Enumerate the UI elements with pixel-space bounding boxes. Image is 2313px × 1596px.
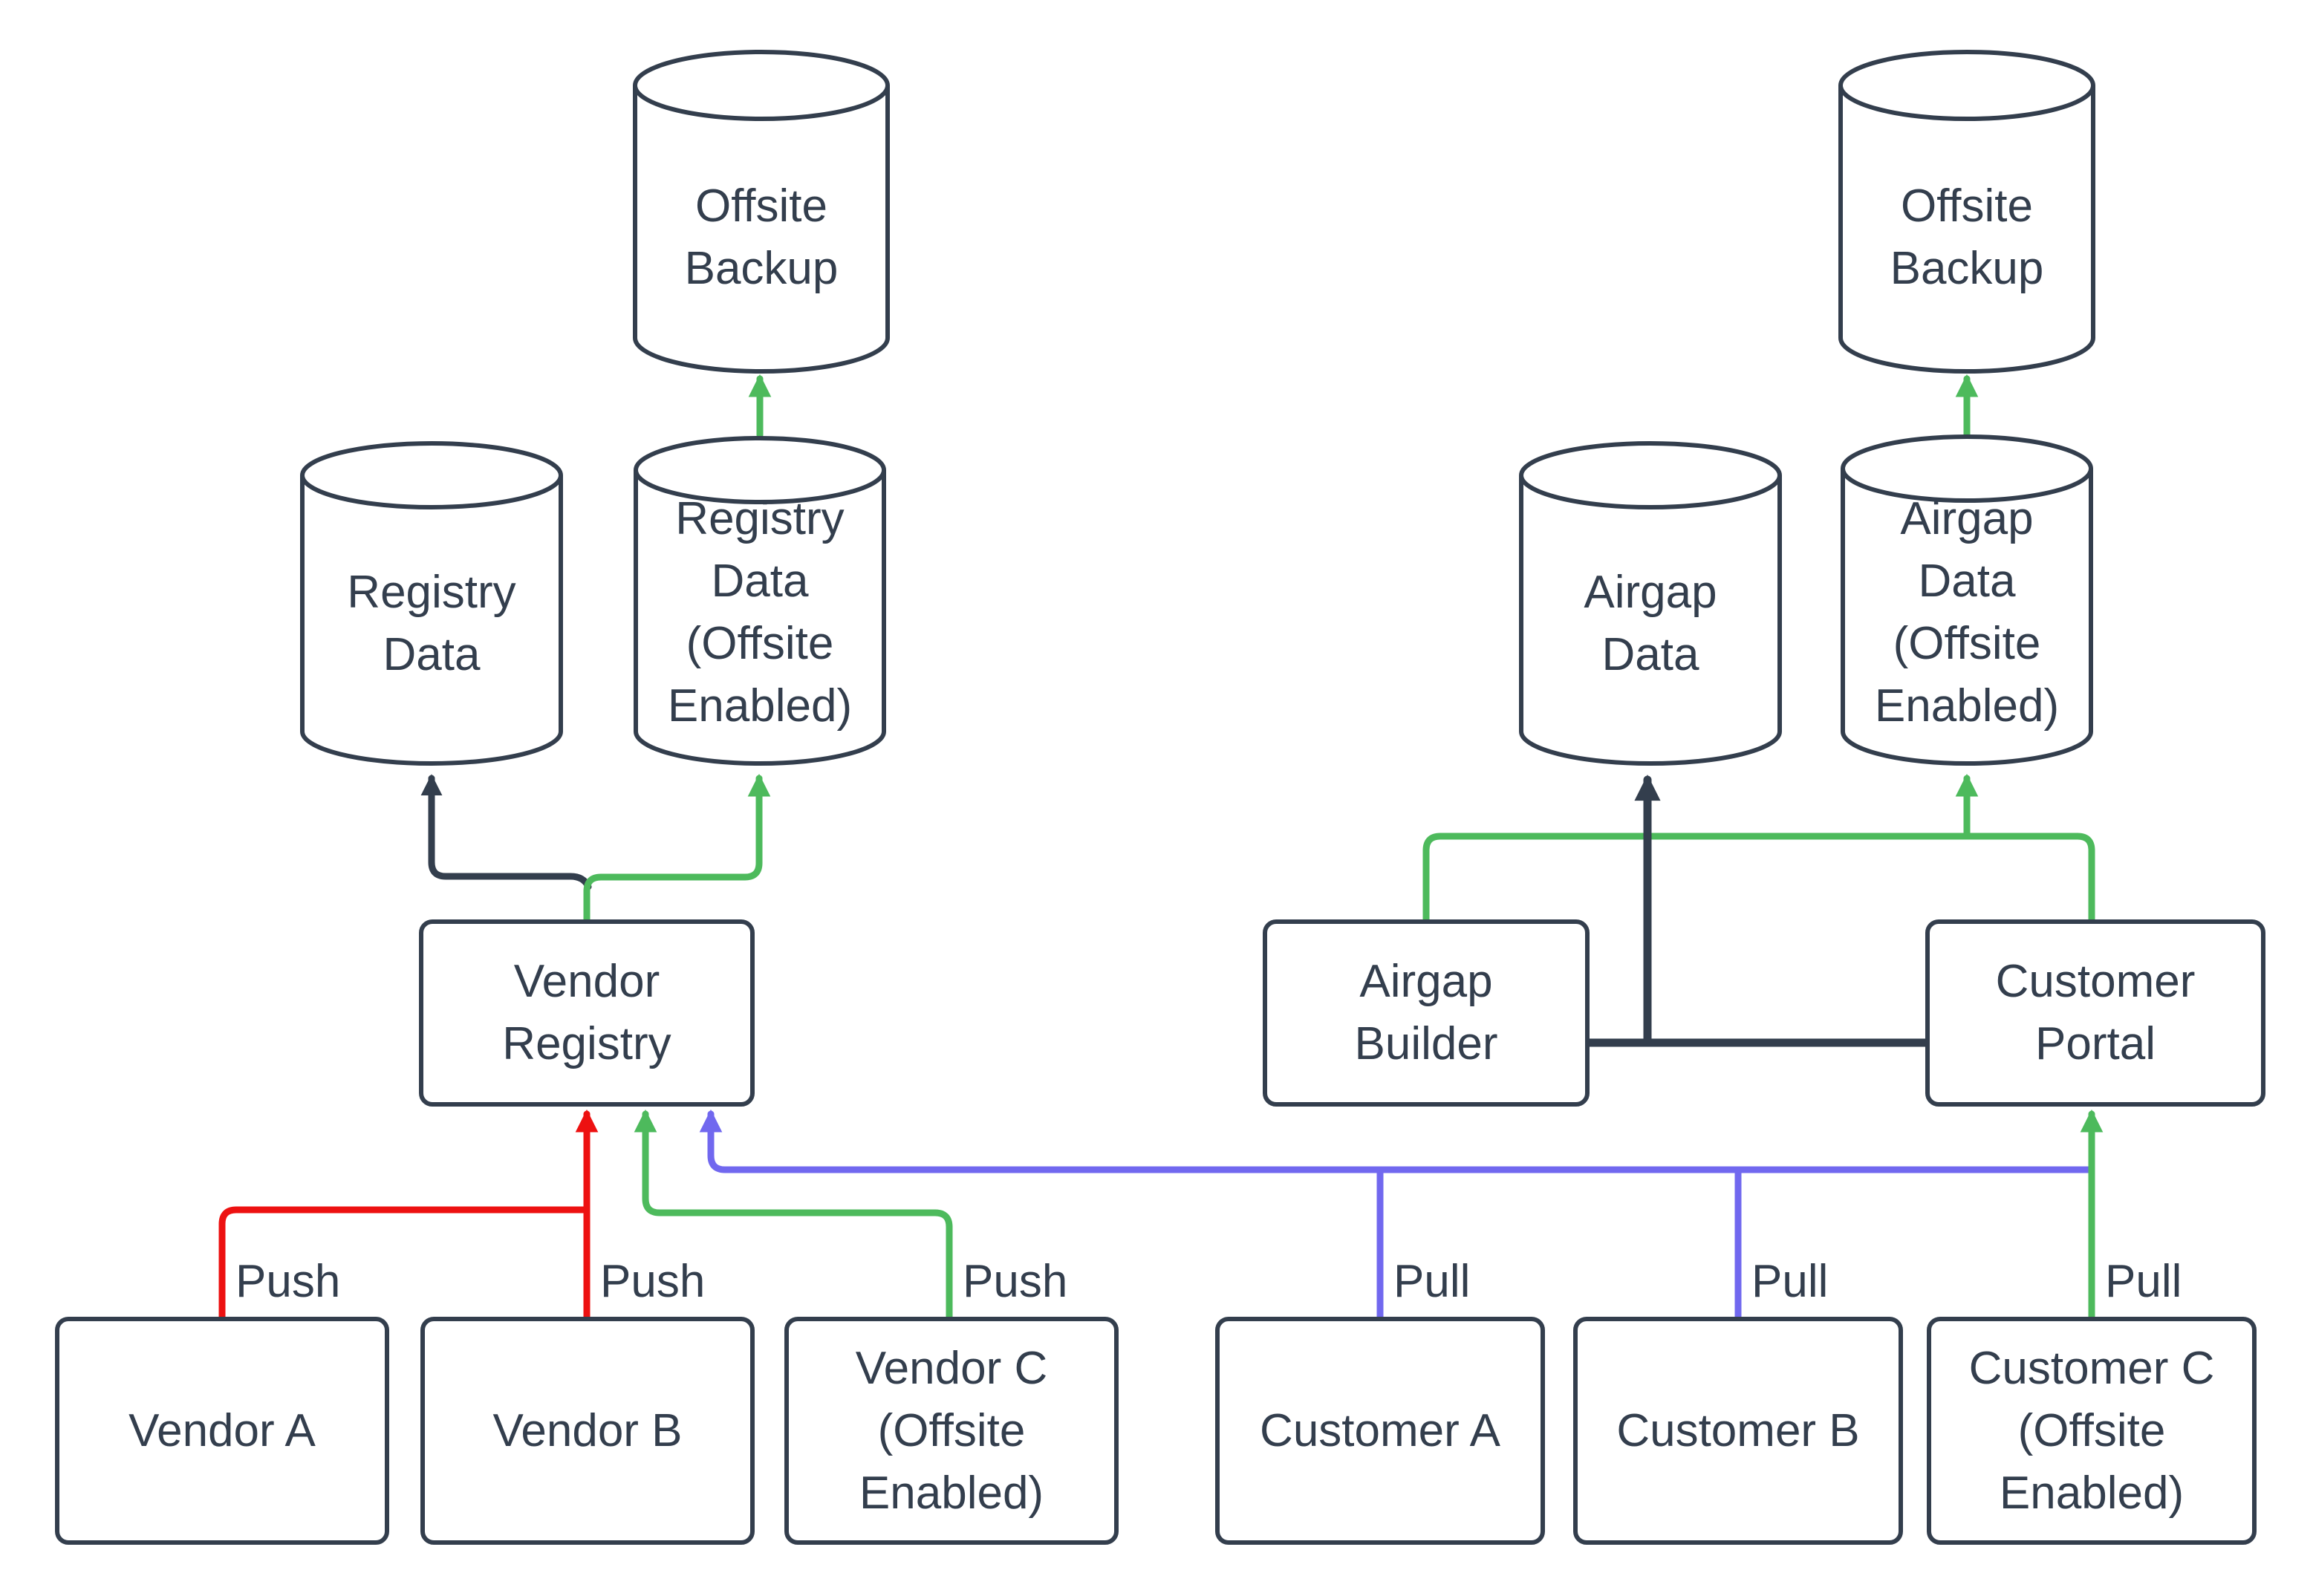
cylinder-airgap-data [1519,441,1782,766]
node-customer-portal: Customer Portal [1925,919,2265,1107]
edge-vendor-a-push [218,1206,589,1320]
cylinder-offsite-backup-right [1838,50,2095,374]
edge-vendor-c-push [634,1109,953,1320]
label-offsite-backup-left: Offsite Backup [684,180,839,294]
edge-label-push-vendor-a: Push [235,1256,341,1307]
node-airgap-builder: Airgap Builder [1263,919,1590,1107]
edge-customers-pull-to-vendor-registry [699,1109,2095,1173]
edge-label-pull-customer-c: Pull [2105,1256,2182,1307]
edge-green-airgap-network [1422,833,2095,923]
edge-label-pull-customer-a: Pull [1393,1256,1471,1307]
edge-vendor-registry-to-registry-data-offsite [583,773,771,923]
label-offsite-backup-right: Offsite Backup [1890,180,2044,294]
edge-label-push-vendor-b: Push [600,1256,706,1307]
label-registry-data-offsite: Registry Data (Offsite Enabled) [667,493,853,732]
label-airgap-data: Airgap Data [1584,567,1717,680]
node-vendor-registry: Vendor Registry [419,919,755,1107]
node-vendor-b: Vendor B [420,1317,755,1545]
edge-vendor-registry-to-registry-data [420,774,592,890]
label-airgap-data-offsite: Airgap Data (Offsite Enabled) [1874,493,2060,732]
edge-label-push-vendor-c: Push [963,1256,1068,1307]
node-vendor-c: Vendor C (Offsite Enabled) [784,1317,1119,1545]
node-customer-a: Customer A [1215,1317,1545,1545]
cylinder-offsite-backup-left [633,50,890,374]
node-customer-b: Customer B [1573,1317,1903,1545]
cylinder-registry-data [300,441,563,766]
label-registry-data: Registry Data [347,567,516,680]
node-customer-c: Customer C (Offsite Enabled) [1927,1317,2257,1545]
node-vendor-a: Vendor A [55,1317,389,1545]
cylinder-airgap-data-offsite [1841,434,2093,766]
edge-label-pull-customer-b: Pull [1751,1256,1829,1307]
cylinder-registry-data-offsite [634,436,886,766]
